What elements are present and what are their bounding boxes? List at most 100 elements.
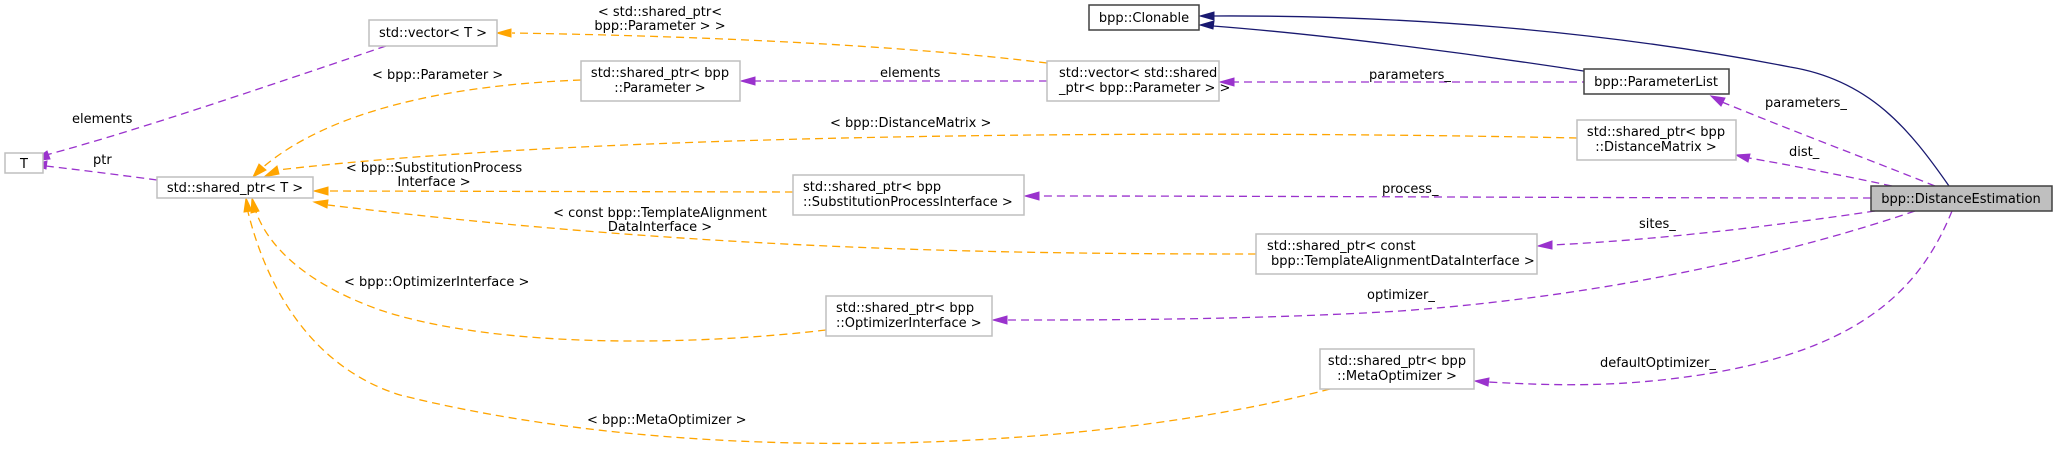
edge-dm-template-shared-ptr: < bpp::DistanceMatrix > xyxy=(263,116,1578,178)
node-label: bpp::Clonable xyxy=(1099,11,1189,26)
edge-label: < std::shared_ptr< xyxy=(598,5,722,20)
arrowhead xyxy=(250,196,260,214)
node-label: std::shared_ptr< bpp xyxy=(803,180,941,195)
edge-label: Interface > xyxy=(397,175,470,190)
edge-de-sites-tad: sites_ xyxy=(1536,210,1876,250)
arrowhead xyxy=(739,76,756,86)
node-box xyxy=(1870,185,2053,212)
node-box xyxy=(1088,4,1200,31)
edge-label: ptr xyxy=(93,153,112,168)
node-label: std::shared_ptr< bpp xyxy=(836,301,974,316)
edge-line xyxy=(45,165,158,181)
node-label: std::shared_ptr< bpp xyxy=(1328,354,1466,369)
node-label: bpp::TemplateAlignmentDataInterface > xyxy=(1271,254,1535,269)
node-parameter-list[interactable]: bpp::ParameterList xyxy=(1583,68,1730,95)
node-shared-ptr-template-alignment[interactable]: std::shared_ptr< const bpp::TemplateAlig… xyxy=(1255,233,1538,275)
edge-line xyxy=(1721,101,1936,187)
edge-line xyxy=(1005,210,1916,321)
node-label: _ptr< bpp::Parameter > > xyxy=(1058,81,1230,96)
edge-label: < bpp::SubstitutionProcess xyxy=(346,161,523,176)
node-box xyxy=(580,60,741,102)
node-shared-ptr-meta-optimizer[interactable]: std::shared_ptr< bpp ::MetaOptimizer > xyxy=(1319,348,1475,390)
node-label: std::vector< T > xyxy=(379,26,487,41)
node-box xyxy=(1583,68,1730,95)
edge-spp-template-shared-ptr: < bpp::Parameter > xyxy=(251,68,582,179)
node-label: ::Parameter > xyxy=(614,81,705,96)
node-vector-t[interactable]: std::vector< T > xyxy=(368,19,498,47)
node-shared-ptr-t[interactable]: std::shared_ptr< T > xyxy=(156,176,314,199)
edge-line xyxy=(511,32,1048,64)
edge-de-process-spi: process_ xyxy=(1023,182,1872,201)
node-label: std::shared_ptr< bpp xyxy=(591,66,729,81)
node-box xyxy=(1319,348,1475,390)
node-label: ::OptimizerInterface > xyxy=(836,316,982,331)
edge-label: < bpp::Parameter > xyxy=(372,68,503,83)
node-shared-ptr-substitution-process[interactable]: std::shared_ptr< bpp ::SubstitutionProce… xyxy=(792,174,1025,216)
edge-label: parameters_ xyxy=(1369,68,1451,83)
edges: elements ptr < std::shared_ptr< bpp::Par… xyxy=(31,5,1953,445)
edge-line xyxy=(45,45,387,156)
node-label: T xyxy=(19,157,28,172)
edge-label: < bpp::OptimizerInterface > xyxy=(344,275,529,290)
node-label: bpp::DistanceEstimation xyxy=(1881,192,2041,207)
edge-spi-template-shared-ptr: < bpp::SubstitutionProcess Interface > xyxy=(312,161,794,196)
node-label: std::shared_ptr< bpp xyxy=(1587,125,1725,140)
arrowhead xyxy=(1709,95,1726,107)
node-t[interactable]: T xyxy=(4,152,44,174)
edge-line xyxy=(1550,210,1876,246)
arrowhead xyxy=(1198,11,1215,21)
edge-label: DataInterface > xyxy=(608,220,712,235)
nodes: T std::shared_ptr< T > std::vector< T > … xyxy=(4,4,2053,390)
edge-label: process_ xyxy=(1382,182,1439,197)
node-vector-shared-ptr-parameter[interactable]: std::vector< std::shared _ptr< bpp::Para… xyxy=(1046,60,1230,102)
arrowhead xyxy=(991,315,1008,325)
arrowhead xyxy=(1218,77,1235,87)
edge-vector-t-elements: elements xyxy=(32,45,387,162)
node-label: std::shared_ptr< const xyxy=(1267,239,1416,254)
edge-label: defaultOptimizer_ xyxy=(1600,356,1716,371)
node-box xyxy=(1576,119,1737,161)
node-label: std::shared_ptr< T > xyxy=(167,181,303,196)
edge-line xyxy=(1037,195,1872,199)
node-shared-ptr-optimizer-interface[interactable]: std::shared_ptr< bpp ::OptimizerInterfac… xyxy=(825,295,993,337)
edge-label: < bpp::MetaOptimizer > xyxy=(587,413,746,428)
edge-label: < bpp::DistanceMatrix > xyxy=(830,116,991,131)
node-box xyxy=(368,19,498,47)
edge-line xyxy=(1487,210,1953,386)
arrowhead xyxy=(1536,240,1553,250)
node-box xyxy=(792,174,1025,216)
arrowhead xyxy=(1198,20,1215,30)
edge-oi-template-shared-ptr: < bpp::OptimizerInterface > xyxy=(250,196,827,342)
edge-de-parameters-plist: parameters_ xyxy=(1709,95,1936,187)
node-label: ::SubstitutionProcessInterface > xyxy=(803,195,1013,210)
edge-label: parameters_ xyxy=(1765,96,1847,111)
edge-line xyxy=(327,204,1257,255)
edge-vsp-elements-spp: elements xyxy=(739,66,1047,86)
arrowhead xyxy=(243,196,253,213)
edge-label: elements xyxy=(72,112,133,127)
node-label: ::DistanceMatrix > xyxy=(1595,140,1717,155)
edge-line xyxy=(1212,15,1950,187)
edge-line xyxy=(327,190,794,193)
node-box xyxy=(1046,60,1220,102)
arrowhead xyxy=(495,28,512,38)
edge-plist-parameters-vsp: parameters_ xyxy=(1218,68,1590,87)
edge-line xyxy=(247,211,1331,445)
arrowhead xyxy=(1023,191,1040,201)
edge-label: dist_ xyxy=(1789,145,1820,160)
edge-line xyxy=(255,211,827,342)
edge-line xyxy=(261,79,582,169)
edge-label: elements xyxy=(880,66,941,81)
node-label: bpp::ParameterList xyxy=(1594,75,1718,90)
edge-de-optimizer-oi: optimizer_ xyxy=(991,210,1916,325)
node-shared-ptr-parameter[interactable]: std::shared_ptr< bpp ::Parameter > xyxy=(580,60,741,102)
edge-label: bpp::Parameter > > xyxy=(594,19,725,34)
node-distance-estimation[interactable]: bpp::DistanceEstimation xyxy=(1870,185,2053,212)
node-box xyxy=(825,295,993,337)
edge-line xyxy=(1212,25,1591,73)
node-shared-ptr-distance-matrix[interactable]: std::shared_ptr< bpp ::DistanceMatrix > xyxy=(1576,119,1737,161)
edge-de-dist-dm: dist_ xyxy=(1734,145,1893,187)
node-clonable[interactable]: bpp::Clonable xyxy=(1088,4,1200,31)
edge-de-inherit-clonable xyxy=(1198,11,1950,187)
edge-line xyxy=(277,133,1578,171)
